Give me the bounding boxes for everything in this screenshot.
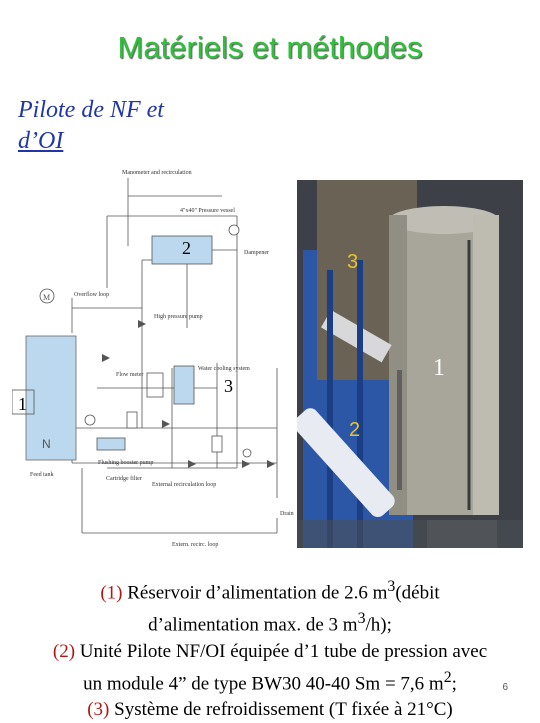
pilot-photo: 3 1 2: [297, 180, 523, 548]
photo-number-3: 3: [347, 251, 358, 273]
label-four-inch: 4"x40" Pressure vessel: [180, 208, 235, 214]
caption: (1) Réservoir d’alimentation de 2.6 m3(d…: [0, 574, 540, 723]
photo-number-2: 2: [349, 419, 360, 441]
label-flow-meter: Flow meter: [116, 372, 144, 378]
page-number: 6: [502, 682, 508, 693]
caption-line-5: (3) Système de refroidissement (T fixée …: [87, 698, 453, 720]
label-feed-tank: Feed tank: [30, 472, 54, 478]
caption-line-1: (1) Réservoir d’alimentation de 2.6 m3(d…: [100, 578, 440, 604]
label-flushing: Flushing booster pump: [98, 460, 153, 466]
svg-text:M: M: [43, 293, 50, 302]
label-dampener: Dampener: [244, 250, 269, 256]
schematic-number-3: 3: [224, 376, 233, 396]
process-schematic: N M 2 1 3 Manometer and recirculation 4"…: [12, 170, 294, 548]
svg-text:N: N: [42, 437, 51, 451]
subtitle-line-1: Pilote de NF et: [18, 97, 164, 123]
label-overflow: Overflow loop: [74, 291, 109, 298]
label-cartridge: Cartridge filter: [106, 475, 142, 482]
pressure-vessel-shape: [151, 235, 213, 265]
section-subtitle: Pilote de NF et d’OI: [18, 95, 208, 157]
photo-number-1: 1: [433, 355, 445, 381]
schematic-number-2: 2: [182, 238, 191, 258]
label-external-recirc-2: Extern. recirc. loop: [172, 542, 218, 548]
caption-line-3: (2) Unité Pilote NF/OI équipée d’1 tube …: [52, 640, 488, 662]
label-external-recirc: External recirculation loop: [152, 482, 216, 488]
caption-line-2: d’alimentation max. de 3 m3/h);: [148, 610, 392, 636]
slide-title: Matériels et méthodes: [117, 30, 423, 65]
feed-tank-shape: [25, 335, 77, 461]
schematic-number-1: 1: [18, 394, 27, 414]
caption-line-4: un module 4” de type BW30 40-40 Sm = 7,6…: [83, 668, 457, 694]
label-water-cooling: Water cooling system: [198, 366, 250, 372]
label-drain: Drain: [280, 511, 294, 517]
label-high-pressure: High pressure pump: [154, 314, 203, 320]
label-manometer: Manometer and recirculation: [122, 170, 192, 176]
subtitle-line-2: d’OI: [18, 128, 64, 154]
